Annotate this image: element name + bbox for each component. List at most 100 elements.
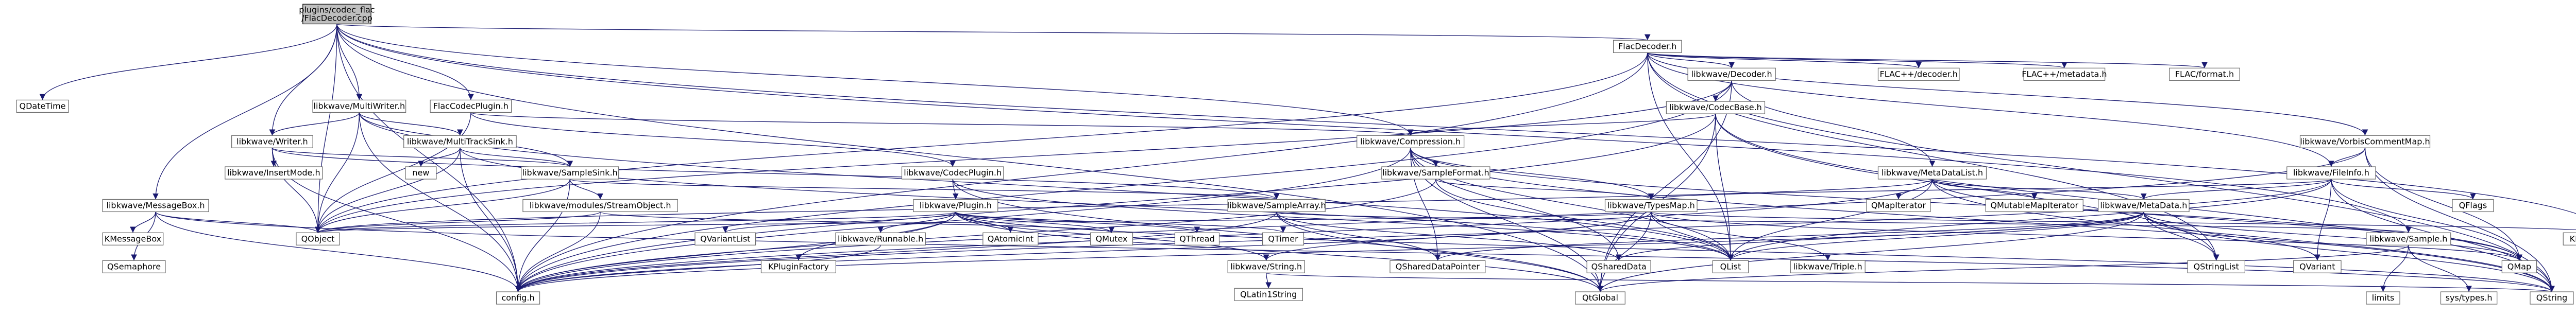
node-qvariantlist[interactable]: QVariantList bbox=[694, 232, 756, 245]
node-qvariant[interactable]: QVariant bbox=[2293, 260, 2342, 273]
node-flacmetadata[interactable]: FLAC++/metadata.h bbox=[2022, 67, 2107, 81]
node-box bbox=[1381, 166, 1490, 180]
node-kmessagebox[interactable]: KMessageBox bbox=[102, 232, 164, 245]
node-root[interactable]: plugins/codec_flac/FlacDecoder.cpp bbox=[299, 4, 375, 25]
node-kmetadata[interactable]: libkwave/MetaData.h bbox=[2098, 199, 2190, 213]
edge-kcodecbase-to-configh bbox=[515, 114, 1716, 292]
node-klocalizedstring[interactable]: KLocalizedString bbox=[2563, 232, 2576, 245]
node-box bbox=[496, 291, 540, 305]
edge-ksample-to-limits bbox=[2380, 245, 2409, 292]
node-flaccodecplugin[interactable]: FlacCodecPlugin.h bbox=[430, 99, 512, 113]
node-label: plugins/codec_flac bbox=[299, 5, 375, 15]
node-qstring[interactable]: QString bbox=[2530, 291, 2574, 305]
edge-root-to-flacdecoder-h bbox=[336, 23, 1650, 41]
node-qsemaphore[interactable]: QSemaphore bbox=[102, 260, 166, 273]
node-qtglobal[interactable]: QtGlobal bbox=[1575, 291, 1625, 305]
node-kinsertmode[interactable]: libkwave/InsertMode.h bbox=[225, 166, 323, 180]
node-label: QVariant bbox=[2299, 261, 2335, 271]
node-label: config.h bbox=[501, 293, 534, 303]
node-flacdecoder[interactable]: FLAC++/decoder.h bbox=[1877, 67, 1960, 81]
node-qshareddata[interactable]: QSharedData bbox=[1586, 260, 1651, 273]
node-qstringlist[interactable]: QStringList bbox=[2187, 260, 2245, 273]
node-kcompression[interactable]: libkwave/Compression.h bbox=[1357, 135, 1465, 148]
edge-kmultitracksink-to-new bbox=[418, 148, 461, 167]
node-qflags[interactable]: QFlags bbox=[2452, 199, 2494, 213]
edges-layer bbox=[39, 23, 2576, 292]
node-label: libkwave/Sample.h bbox=[2369, 234, 2447, 243]
node-kstring[interactable]: libkwave/String.h bbox=[1227, 260, 1305, 273]
edge-kvorbiscommentmap-to-configh bbox=[515, 148, 2366, 292]
node-kplugin[interactable]: libkwave/Plugin.h bbox=[913, 199, 998, 213]
node-qdatetime[interactable]: QDateTime bbox=[16, 99, 69, 113]
nodes-layer: plugins/codec_flac/FlacDecoder.cppQDateT… bbox=[16, 4, 2576, 305]
node-kstreamobject[interactable]: libkwave/modules/StreamObject.h bbox=[522, 199, 678, 213]
node-qmutablemapiterator[interactable]: QMutableMapIterator bbox=[1985, 199, 2083, 213]
node-label: libkwave/CodecPlugin.h bbox=[904, 168, 1002, 178]
node-kcodecplugin[interactable]: libkwave/CodecPlugin.h bbox=[901, 166, 1004, 180]
node-ktypesmap[interactable]: libkwave/TypesMap.h bbox=[1604, 199, 1698, 213]
node-ksample[interactable]: libkwave/Sample.h bbox=[2366, 232, 2451, 245]
node-flacdecoder-h[interactable]: FlacDecoder.h bbox=[1613, 40, 1682, 53]
node-kmultitracksink[interactable]: libkwave/MultiTrackSink.h bbox=[403, 135, 517, 148]
edge-kmultitracksink-to-qobject bbox=[315, 148, 461, 233]
node-qatomicint[interactable]: QAtomicInt bbox=[982, 232, 1039, 245]
node-qshareddatapointer[interactable]: QSharedDataPointer bbox=[1389, 260, 1486, 273]
edge-kmetadatalist-to-qobject bbox=[315, 179, 1933, 233]
node-kvorbiscommentmap[interactable]: libkwave/VorbisCommentMap.h bbox=[2299, 135, 2431, 148]
edge-root-to-kmultiwriter bbox=[336, 24, 363, 100]
node-box bbox=[1174, 232, 1220, 245]
node-kmetadatalist[interactable]: libkwave/MetaDataList.h bbox=[1877, 166, 1987, 180]
edge-ktypesmap-to-qtglobal bbox=[1597, 212, 1652, 292]
node-krunnable[interactable]: libkwave/Runnable.h bbox=[835, 232, 926, 245]
node-box bbox=[1877, 67, 1960, 81]
edge-kcodecbase-to-kcompression bbox=[1408, 113, 1716, 136]
node-label: QVariantList bbox=[700, 234, 750, 243]
node-kmessagebox[interactable]: libkwave/MessageBox.h bbox=[102, 199, 209, 213]
node-ksampleformat[interactable]: libkwave/SampleFormat.h bbox=[1381, 166, 1490, 180]
node-kwriter[interactable]: libkwave/Writer.h bbox=[231, 135, 313, 148]
node-kcodecbase[interactable]: libkwave/CodecBase.h bbox=[1666, 101, 1766, 114]
edge-kmetadata-to-qshareddatapointer bbox=[1434, 212, 2144, 261]
node-box bbox=[1985, 199, 2083, 213]
edge-kplugin-to-configh bbox=[515, 212, 956, 292]
node-configh[interactable]: config.h bbox=[496, 291, 540, 305]
edge-kcompression-to-configh bbox=[515, 148, 1411, 292]
node-box bbox=[403, 135, 517, 148]
node-kdecoder[interactable]: libkwave/Decoder.h bbox=[1687, 67, 1776, 81]
node-box bbox=[231, 135, 313, 148]
node-new[interactable]: new bbox=[405, 166, 437, 180]
node-label: FlacDecoder.h bbox=[1618, 41, 1676, 51]
node-kmultiwriter[interactable]: libkwave/MultiWriter.h bbox=[312, 99, 406, 113]
node-box bbox=[2501, 260, 2537, 273]
node-qlist[interactable]: QList bbox=[1712, 260, 1749, 273]
node-ktriple[interactable]: libkwave/Triple.h bbox=[1790, 260, 1866, 273]
edge-kdecoder-to-configh bbox=[515, 80, 1732, 292]
node-qmutex[interactable]: QMutex bbox=[1090, 232, 1133, 245]
node-qtimer[interactable]: QTimer bbox=[1262, 232, 1304, 245]
node-label: QMapIterator bbox=[1871, 200, 1926, 210]
node-label: QAtomicInt bbox=[988, 234, 1033, 243]
node-box bbox=[1866, 199, 1931, 213]
node-box bbox=[2530, 291, 2574, 305]
edge-kmessagebox-to-qobject bbox=[155, 211, 321, 233]
node-qlatin1string[interactable]: QLatin1String bbox=[1234, 288, 1303, 301]
node-kfileinfo[interactable]: libkwave/FileInfo.h bbox=[2286, 166, 2376, 180]
node-qthread[interactable]: QThread bbox=[1174, 232, 1220, 245]
edge-flacdecoder-h-to-flacformat bbox=[1647, 52, 2208, 68]
node-systypes[interactable]: sys/types.h bbox=[2440, 291, 2498, 305]
node-label: libkwave/Compression.h bbox=[1360, 136, 1461, 146]
edge-kplugin-to-qtglobal bbox=[955, 212, 1603, 292]
node-qobject[interactable]: QObject bbox=[296, 232, 340, 245]
edge-kvorbiscommentmap-to-kfileinfo bbox=[2328, 148, 2366, 167]
node-qmap[interactable]: QMap bbox=[2501, 260, 2537, 273]
node-qmapiterator[interactable]: QMapIterator bbox=[1866, 199, 1931, 213]
edge-ksample-to-qtglobal bbox=[1597, 244, 2409, 292]
edge-kmetadata-to-qstringlist bbox=[2143, 212, 2219, 261]
edge-flaccodecplugin-to-kcodecplugin bbox=[470, 112, 956, 167]
node-box bbox=[16, 99, 69, 113]
node-flacformat[interactable]: FLAC/format.h bbox=[2169, 67, 2240, 81]
node-limits[interactable]: limits bbox=[2366, 291, 2400, 305]
node-ksamplesink[interactable]: libkwave/SampleSink.h bbox=[521, 166, 619, 180]
node-ksamplearray[interactable]: libkwave/SampleArray.h bbox=[1227, 199, 1326, 213]
node-kpluginfactory[interactable]: KPluginFactory bbox=[760, 260, 836, 273]
